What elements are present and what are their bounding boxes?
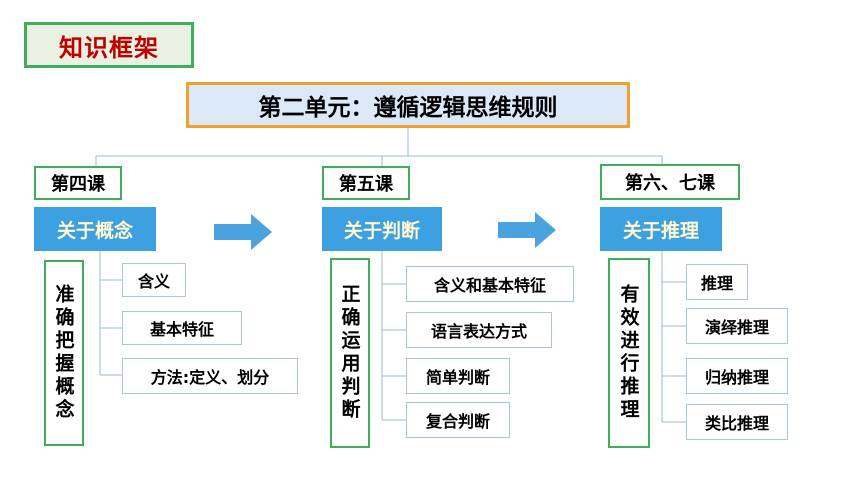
reasoning-item-deductive: 演绎推理 (686, 308, 788, 344)
topic-concept: 关于概念 (34, 207, 156, 251)
reasoning-item-inductive: 归纳推理 (686, 358, 788, 394)
unit-title: 第二单元：遵循逻辑思维规则 (186, 82, 630, 128)
lesson-4-label: 第四课 (34, 166, 122, 200)
judgment-item-simple: 简单判断 (406, 358, 510, 394)
reasoning-vertical-label: 有效进行推理 (608, 258, 650, 448)
topic-judgment: 关于判断 (322, 207, 442, 251)
lesson-5-label: 第五课 (322, 166, 410, 200)
concept-item-methods: 方法:定义、划分 (122, 358, 298, 394)
arrow-right-icon (498, 212, 556, 248)
topic-reasoning: 关于推理 (600, 207, 722, 251)
judgment-item-meaning: 含义和基本特征 (406, 266, 574, 302)
arrow-right-icon (214, 214, 272, 250)
section-tag: 知识框架 (24, 22, 194, 68)
concept-vertical-label: 准确把握概念 (44, 260, 84, 446)
judgment-item-compound: 复合判断 (406, 402, 510, 438)
reasoning-item-reasoning: 推理 (686, 264, 748, 300)
reasoning-item-analogical: 类比推理 (686, 404, 788, 440)
judgment-vertical-label: 正确运用判断 (330, 258, 370, 448)
judgment-item-expression: 语言表达方式 (406, 312, 552, 348)
lesson-6-7-label: 第六、七课 (600, 164, 740, 200)
concept-item-features: 基本特征 (122, 311, 242, 345)
concept-item-meaning: 含义 (122, 263, 186, 297)
